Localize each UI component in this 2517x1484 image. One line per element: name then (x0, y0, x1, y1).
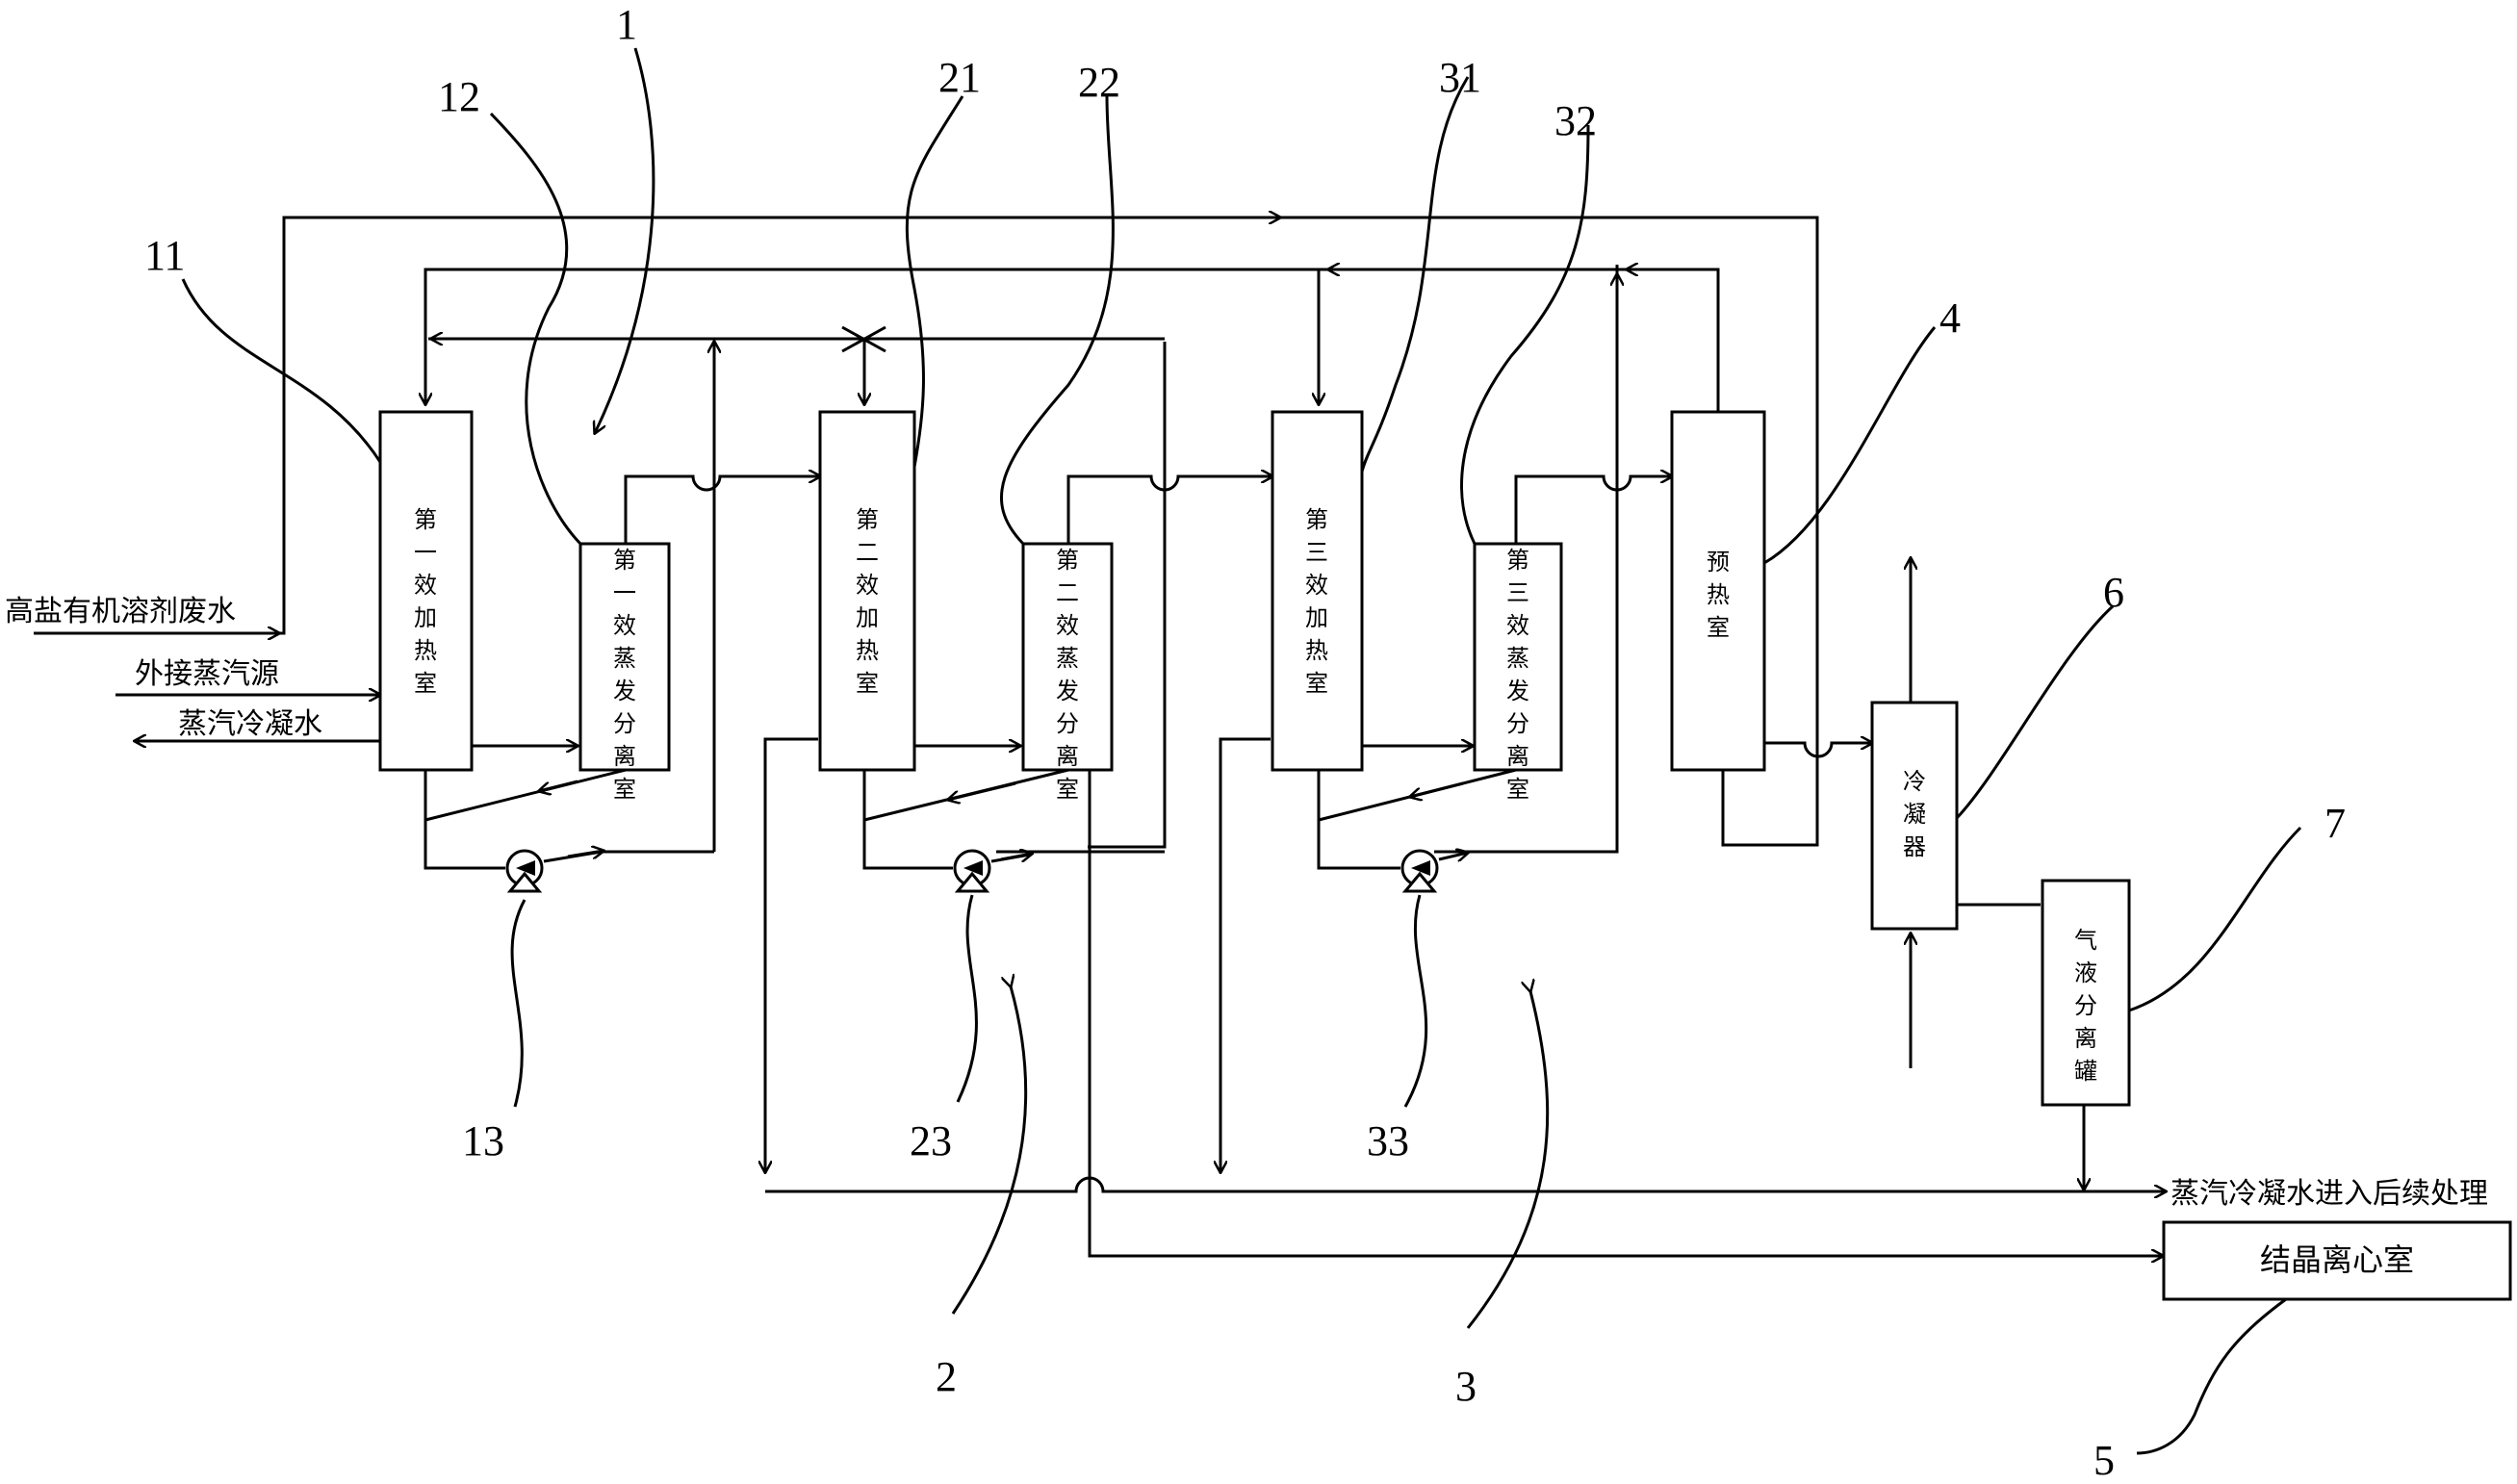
ref-23: 23 (910, 1117, 952, 1164)
separator3-label: 第三效蒸发分离室 (1506, 548, 1529, 803)
condenser-box (1870, 701, 1959, 931)
pump3-riser (1434, 265, 1619, 854)
feed-label: 高盐有机溶剂废水 (5, 595, 236, 628)
steam-condensate-label: 蒸汽冷凝水 (178, 707, 322, 741)
s1-return-arrow (539, 780, 578, 791)
crystallizer-label: 结晶离心室 (2260, 1241, 2414, 1278)
leaders (181, 47, 2302, 1455)
pre-to-condenser (1764, 741, 1872, 758)
s3-return-arrow (1410, 781, 1464, 797)
condenser-label: 冷凝器 (1903, 769, 1926, 860)
vapor-2-3 (1066, 474, 1271, 544)
external-steam-label: 外接蒸汽源 (135, 657, 279, 691)
separator2-box (1021, 542, 1114, 772)
ref-5: 5 (2093, 1437, 2115, 1484)
h1-bottom (424, 770, 505, 870)
preheater-box (1670, 410, 1766, 772)
pump-13-icon (505, 849, 544, 893)
separator1-box (578, 542, 671, 772)
ref-22: 22 (1078, 59, 1120, 106)
preheater-label: 预热室 (1707, 550, 1730, 641)
ref-4: 4 (1939, 294, 1961, 342)
preheat-to-heater1-pipe (425, 268, 1720, 412)
heater1-box (378, 410, 474, 772)
ref-3: 3 (1455, 1363, 1477, 1410)
h3-bottom (1317, 770, 1400, 870)
heater2-box (818, 410, 916, 772)
gas-liquid-tank-box (2041, 879, 2131, 1107)
heater2-label: 第二效加热室 (856, 507, 879, 697)
ref-33: 33 (1367, 1117, 1409, 1164)
crystallizer-box (2162, 1220, 2512, 1301)
ref-31: 31 (1439, 54, 1481, 101)
s1-return (424, 768, 627, 822)
heater3-label: 第三效加热室 (1305, 507, 1328, 697)
s2-return-arrow (948, 781, 1016, 800)
vapor-1-2 (624, 474, 818, 544)
mid-header-pipe (1088, 342, 1167, 849)
h2-bottom (862, 770, 953, 870)
feed-pipe (34, 216, 1819, 847)
ref-6: 6 (2103, 569, 2124, 616)
pump2-out-arrow (1000, 854, 1032, 859)
ref-7: 7 (2324, 800, 2346, 847)
ref-21: 21 (938, 54, 981, 101)
pump3-out-arrow (1438, 853, 1468, 859)
pump1-out-arrow (567, 851, 604, 857)
ref-32: 32 (1554, 97, 1597, 144)
ref-2: 2 (936, 1353, 957, 1400)
pump-33-icon (1400, 849, 1439, 893)
ref-11: 11 (144, 232, 185, 279)
h2-condensate (763, 737, 818, 1172)
junction-b (841, 325, 886, 353)
separator1-label: 第一效蒸发分离室 (613, 548, 636, 803)
pump-23-icon (953, 849, 991, 893)
heater3-box (1271, 410, 1364, 772)
heater1-label: 第一效加热室 (414, 507, 437, 697)
separator3-box (1473, 542, 1563, 772)
ref-12: 12 (438, 73, 480, 120)
gas-liquid-tank-label: 气液分离罐 (2074, 928, 2097, 1085)
ref-13: 13 (462, 1117, 504, 1164)
h3-condensate (1219, 737, 1271, 1172)
separator2-label: 第二效蒸发分离室 (1056, 548, 1079, 803)
condensate-header (765, 1176, 2164, 1193)
ref-1: 1 (616, 1, 637, 48)
slurry-line (1088, 770, 2161, 1258)
condensate-out-label: 蒸汽冷凝水进入后续处理 (2170, 1177, 2488, 1211)
vapor-3-pre (1514, 474, 1670, 544)
